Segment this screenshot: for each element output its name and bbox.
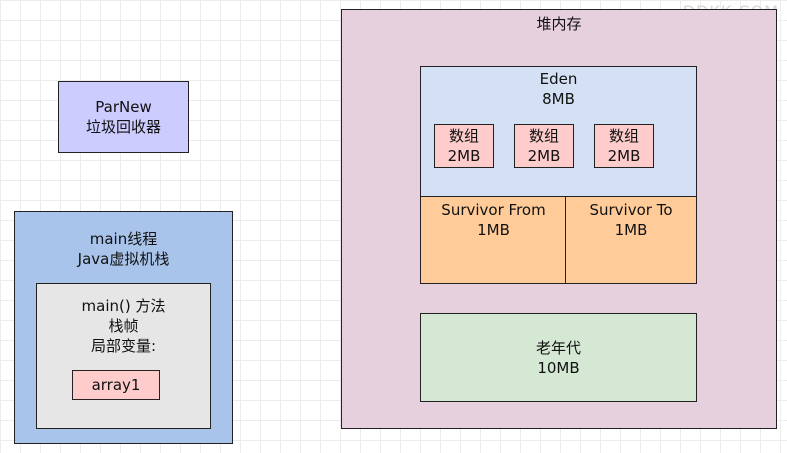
- old-gen-size: 10MB: [537, 358, 580, 377]
- array1-label: array1: [91, 376, 141, 394]
- frame-method-label: main() 方法: [81, 297, 166, 315]
- survivor-from-size: 1MB: [477, 221, 510, 239]
- survivor-to-size: 1MB: [614, 221, 648, 239]
- heap-title: 堆内存: [536, 15, 582, 33]
- array-object-label: 数组: [528, 127, 559, 145]
- array-object-size: 2MB: [527, 147, 561, 165]
- array-object-box: 数组 2MB: [514, 124, 574, 168]
- old-generation-region: 老年代 10MB: [420, 313, 697, 402]
- jvm-stack-box: main线程 Java虚拟机栈 main() 方法 栈帧 局部变量: array…: [14, 211, 233, 444]
- stack-thread-label: main线程: [89, 230, 158, 248]
- survivor-from-region: Survivor From 1MB: [420, 196, 567, 284]
- array-object-size: 2MB: [447, 147, 481, 165]
- eden-name: Eden: [539, 70, 578, 88]
- array-object-box: 数组 2MB: [434, 124, 494, 168]
- array-object-box: 数组 2MB: [594, 124, 654, 168]
- eden-region: Eden 8MB 数组 2MB 数组 2MB 数组 2MB: [420, 66, 697, 197]
- survivor-from-name: Survivor From: [441, 201, 546, 219]
- array-object-size: 2MB: [607, 147, 641, 165]
- stack-frame-box: main() 方法 栈帧 局部变量: array1: [36, 283, 211, 429]
- stack-title: Java虚拟机栈: [77, 250, 170, 268]
- eden-size: 8MB: [542, 90, 575, 108]
- survivor-to-region: Survivor To 1MB: [565, 196, 697, 284]
- collector-name: ParNew: [95, 98, 152, 116]
- array1-variable-box: array1: [72, 370, 160, 400]
- frame-title: 栈帧: [108, 317, 139, 335]
- collector-type: 垃圾回收器: [85, 118, 161, 136]
- old-gen-name: 老年代: [535, 338, 581, 357]
- parnew-collector-box: ParNew 垃圾回收器: [58, 81, 189, 153]
- array-object-label: 数组: [448, 127, 479, 145]
- frame-locals-label: 局部变量:: [90, 337, 157, 355]
- survivor-to-name: Survivor To: [589, 201, 673, 219]
- array-object-label: 数组: [608, 127, 639, 145]
- heap-memory-box: 堆内存 Eden 8MB 数组 2MB 数组 2MB 数组 2MB Surviv…: [341, 9, 777, 429]
